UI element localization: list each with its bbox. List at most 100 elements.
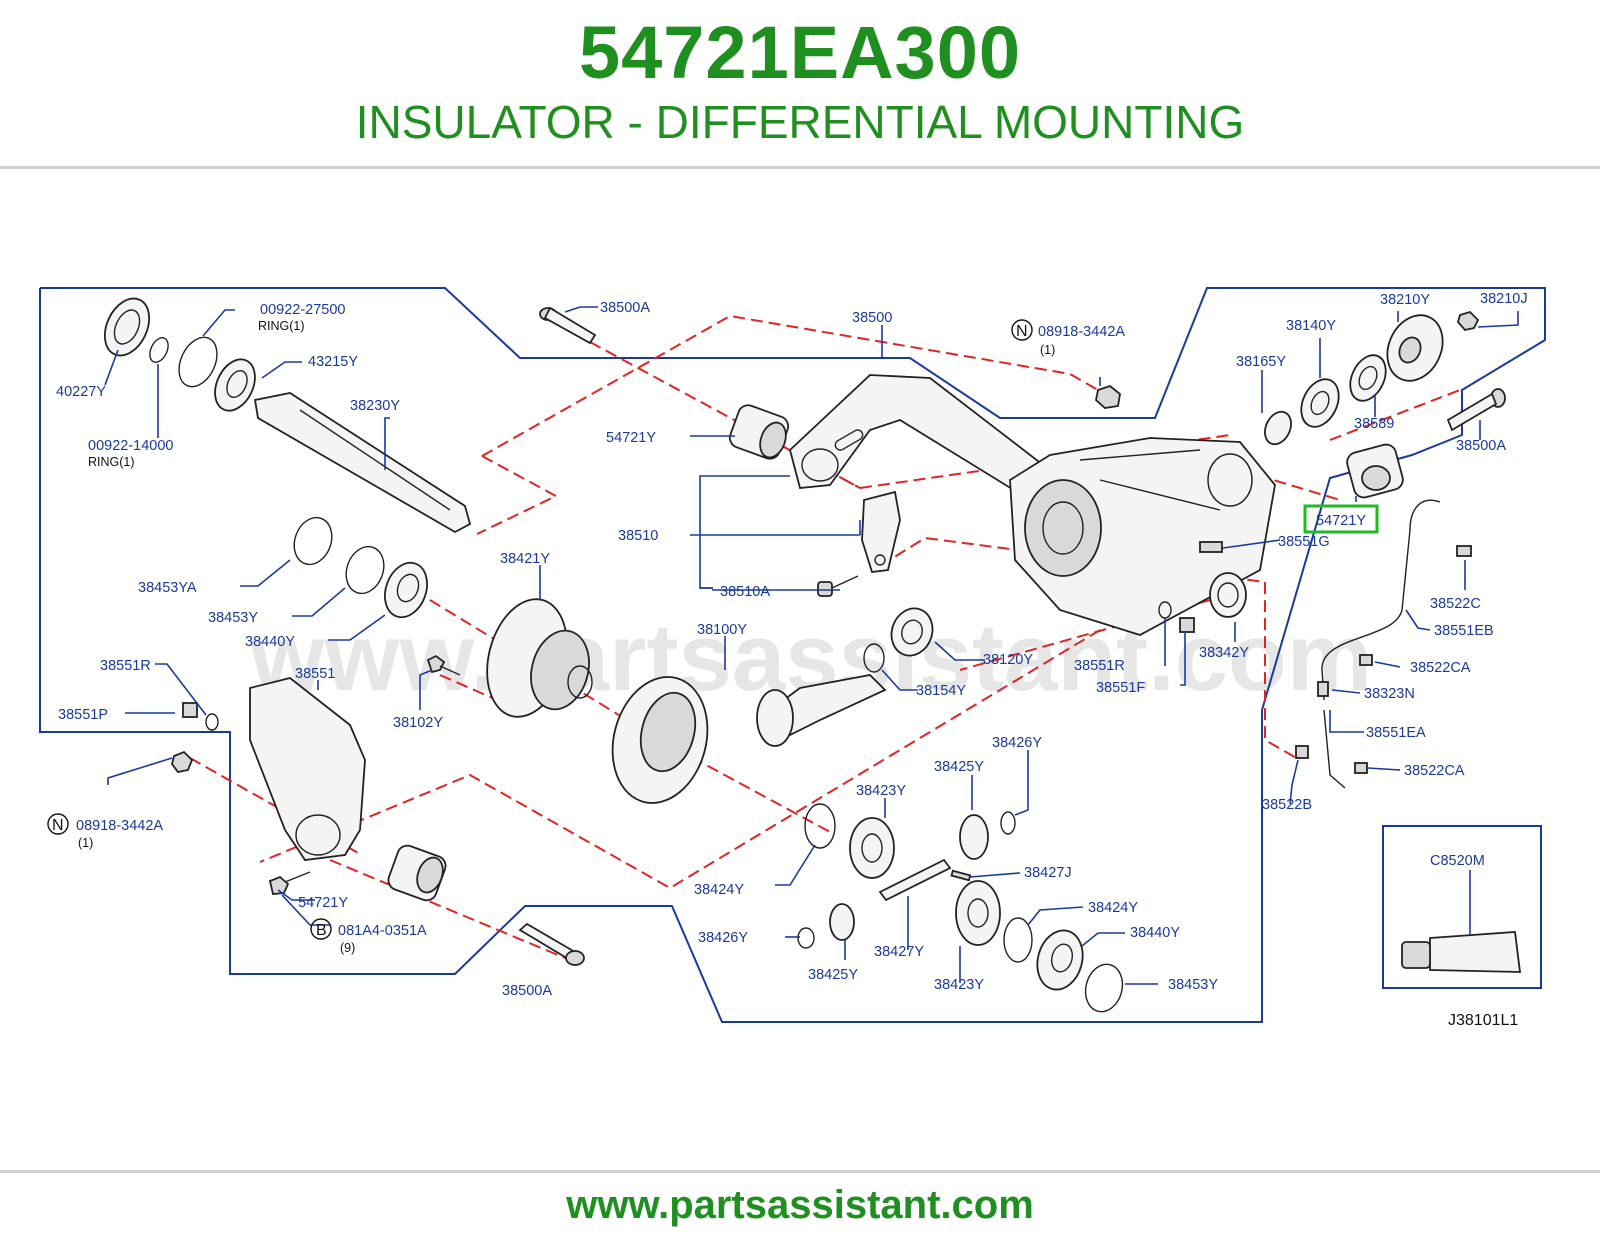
label-38342Y: 38342Y	[1199, 645, 1249, 661]
symbol-b	[310, 918, 332, 940]
label-38423Y-bottom: 38423Y	[934, 977, 984, 993]
label-38425Y-bottom: 38425Y	[808, 967, 858, 983]
callout-labels: 40227Y 00922-27500 RING(1) 43215Y 38230Y…	[47, 291, 1528, 1029]
ring-small-icon	[149, 337, 169, 363]
bottom-divider	[0, 1170, 1600, 1173]
plug-38551P-icon	[182, 702, 198, 718]
label-08918-left-qty: (1)	[78, 836, 93, 850]
label-38426Y-bottom: 38426Y	[698, 930, 748, 946]
pin-38427J-icon	[950, 869, 972, 882]
label-38453Y-right: 38453Y	[1168, 977, 1218, 993]
label-38500A-bottom: 38500A	[502, 983, 552, 999]
label-38500A-top: 38500A	[600, 300, 650, 316]
label-38165Y: 38165Y	[1236, 354, 1286, 370]
label-38551EA: 38551EA	[1366, 725, 1426, 741]
label-40227Y: 40227Y	[56, 384, 106, 400]
spacer-38165Y-icon	[1264, 410, 1292, 446]
bolt-081A4-icon	[268, 871, 311, 895]
label-38453Y-left: 38453Y	[208, 610, 258, 626]
label-38500A-right: 38500A	[1456, 438, 1506, 454]
breather-hose-icon	[1295, 499, 1472, 789]
seal-40227Y-icon	[103, 297, 151, 357]
label-38551R-right: 38551R	[1074, 658, 1125, 674]
label-38421Y: 38421Y	[500, 551, 550, 567]
nut-08918-top-icon	[1095, 384, 1121, 409]
seal-38342Y-icon	[1209, 572, 1247, 618]
highlight-box	[1303, 504, 1379, 534]
nut-08918-left-icon	[171, 750, 194, 773]
label-38551EB: 38551EB	[1434, 623, 1494, 639]
label-38510A: 38510A	[720, 584, 770, 600]
clip-38522CA-top-icon	[1359, 654, 1373, 666]
washer-38426Y-bottom-icon	[797, 927, 815, 949]
label-38440Y-left: 38440Y	[245, 634, 295, 650]
spacer-38154Y-icon	[863, 643, 885, 673]
label-081A4: 081A4-0351A	[338, 923, 427, 939]
pinion-mate-38425Y-bottom-icon	[829, 903, 855, 941]
label-38423Y-top: 38423Y	[856, 783, 906, 799]
washer-38424Y-right-icon	[1003, 917, 1033, 963]
insulator-54721Y-right-icon	[1346, 443, 1404, 499]
crossmember-38500-icon	[788, 374, 1062, 502]
diagram-ref-code: J38101L1	[1448, 1012, 1518, 1029]
pinion-mate-38425Y-top-icon	[959, 814, 989, 860]
label-38522B: 38522B	[1262, 797, 1312, 813]
bearing-43215Y-icon	[214, 358, 256, 412]
part-number-title: 54721EA300	[578, 11, 1022, 94]
label-081A4-qty: (9)	[340, 941, 355, 955]
label-54721Y-bottom: 54721Y	[298, 895, 348, 911]
label-08918-top-qty: (1)	[1040, 343, 1055, 357]
label-43215Y: 43215Y	[308, 354, 358, 370]
washer-38551R-left-icon	[205, 713, 219, 731]
ring-38453Y-right-icon	[1084, 963, 1124, 1013]
ring-large-icon	[178, 336, 218, 388]
label-38230Y: 38230Y	[350, 398, 400, 414]
seal-38589-icon	[1349, 354, 1387, 402]
label-00922-14000-ring: RING(1)	[88, 455, 135, 469]
label-38522CA-top: 38522CA	[1410, 660, 1471, 676]
insulator-54721Y-bottom-icon	[387, 844, 447, 902]
label-38100Y: 38100Y	[697, 622, 747, 638]
plug-38551F-icon	[1179, 617, 1195, 633]
label-38154Y: 38154Y	[916, 683, 966, 699]
bolt-38500A-right-icon	[1446, 388, 1506, 432]
label-00922-14000: 00922-14000	[88, 438, 173, 454]
label-38522C: 38522C	[1430, 596, 1481, 612]
label-08918-left: 08918-3442A	[76, 818, 163, 834]
side-gear-38423Y-top-icon	[849, 817, 895, 879]
differential-case-38421Y-icon	[486, 598, 593, 718]
shaft-38427Y-icon	[878, 858, 952, 902]
symbol-n-top-text: N	[1016, 323, 1028, 340]
bolt-38500A-top-icon	[539, 306, 597, 345]
clip-38522CA-bottom-icon	[1354, 762, 1368, 774]
nut-38210J-icon	[1457, 310, 1480, 331]
label-38551: 38551	[295, 666, 335, 682]
label-54721Y-right: 54721Y	[1316, 513, 1366, 529]
top-divider	[0, 166, 1600, 169]
label-38210J: 38210J	[1480, 291, 1528, 307]
washer-38426Y-top-icon	[1000, 811, 1016, 835]
label-38551P: 38551P	[58, 707, 108, 723]
bolt-38500A-bottom-icon	[518, 922, 585, 966]
footer-website-link[interactable]: www.partsassistant.com	[566, 1183, 1034, 1227]
label-00922-27500-ring: RING(1)	[258, 319, 305, 333]
label-38210Y: 38210Y	[1380, 292, 1430, 308]
label-C8520M: C8520M	[1430, 853, 1485, 869]
bearing-38440Y-left-icon	[384, 561, 428, 619]
part-description: INSULATOR - DIFFERENTIAL MOUNTING	[355, 96, 1245, 148]
differential-carrier-housing-icon	[1009, 437, 1276, 636]
exploded-parts-diagram: www.partsassistant.com	[39, 287, 1546, 1029]
bearing-38120Y-icon	[890, 607, 934, 657]
clip-38522C-icon	[1456, 545, 1472, 557]
bearing-38440Y-right-icon	[1036, 929, 1084, 991]
label-38425Y-top: 38425Y	[934, 759, 984, 775]
clip-38522B-icon	[1295, 745, 1309, 759]
label-38102Y: 38102Y	[393, 715, 443, 731]
bearing-38140Y-icon	[1300, 378, 1340, 428]
label-38427Y: 38427Y	[874, 944, 924, 960]
connector-38323N-icon	[1317, 681, 1329, 697]
label-38453YA: 38453YA	[138, 580, 197, 596]
label-38426Y-top: 38426Y	[992, 735, 1042, 751]
leader-lines	[104, 306, 1519, 985]
flange-38210Y-icon	[1386, 314, 1444, 382]
